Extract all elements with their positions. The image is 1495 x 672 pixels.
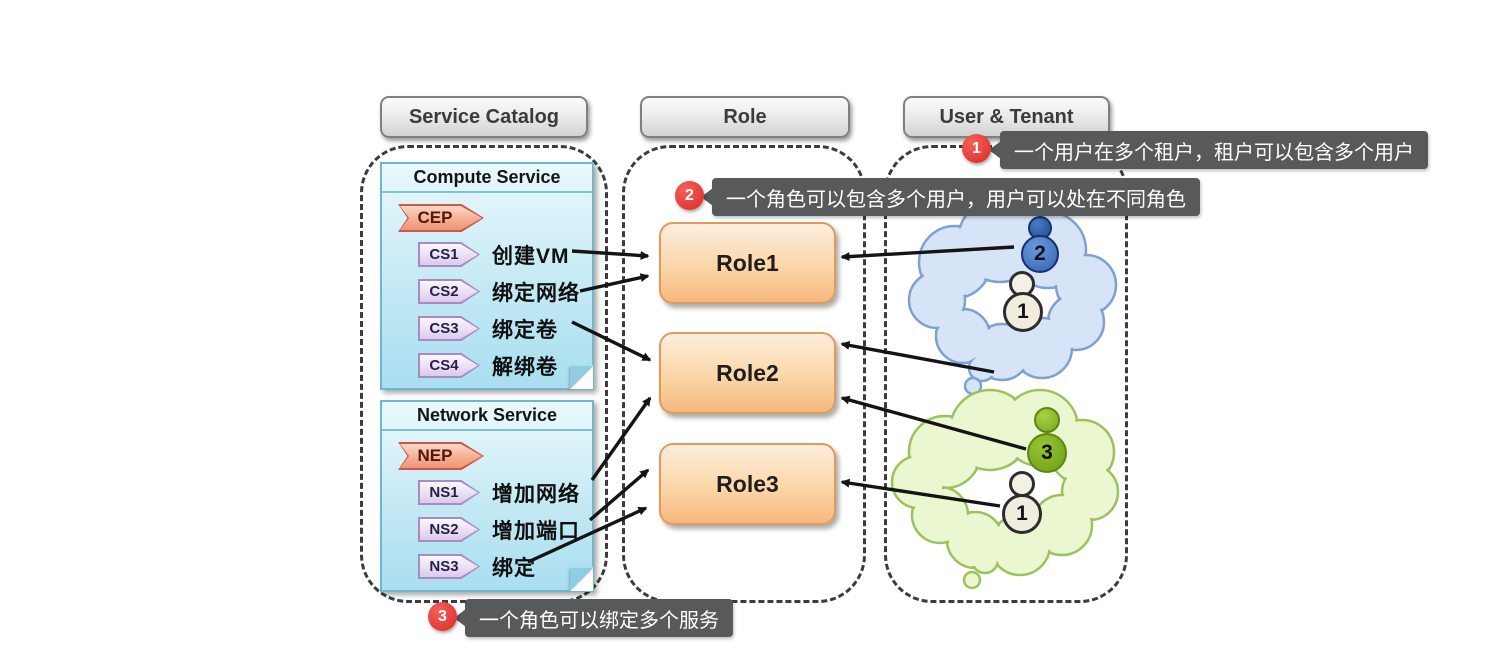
service-item-row: NS3 绑定: [418, 554, 592, 580]
network-service-box: Network Service NEP NS1 增加网络 NS2 增加端口 NS…: [380, 400, 594, 592]
annotation-3-text: 一个角色可以绑定多个服务: [479, 609, 719, 632]
role1-node: Role1: [659, 222, 836, 304]
annotation-1-text: 一个用户在多个租户，租户可以包含多个用户: [1014, 141, 1414, 164]
cs4-tag: CS4: [418, 353, 480, 378]
role1-label: Role1: [716, 249, 779, 276]
cs2-tag: CS2: [418, 279, 480, 304]
cs4-label: 解绑卷: [492, 355, 558, 379]
header-service-catalog: Service Catalog: [380, 96, 588, 138]
folded-corner-flap: [570, 366, 593, 389]
service-item-row: CS2 绑定网络: [418, 279, 592, 305]
cs3-label: 绑定卷: [492, 318, 558, 342]
service-item-row: NS1 增加网络: [418, 480, 592, 506]
tooltip-tail: [701, 188, 713, 206]
service-item-row: CS1 创建VM: [418, 242, 592, 268]
service-item-row: CS3 绑定卷: [418, 316, 592, 342]
cs2-label: 绑定网络: [492, 281, 580, 305]
annotation-2-text: 一个角色可以包含多个用户，用户可以处在不同角色: [726, 188, 1186, 211]
cs1-tag: CS1: [418, 242, 480, 267]
role-container: [622, 145, 866, 603]
cs1-label: 创建VM: [492, 244, 570, 268]
tooltip-tail: [989, 141, 1001, 159]
ns3-label: 绑定: [492, 556, 536, 580]
annotation-3-badge: 3: [428, 602, 457, 631]
folded-corner-flap: [570, 568, 593, 591]
ns2-label: 增加端口: [492, 519, 580, 543]
nep-endpoint-label: NEP: [400, 444, 482, 468]
nep-endpoint-tag: NEP: [398, 442, 484, 470]
cs3-tag: CS3: [418, 316, 480, 341]
annotation-1-tooltip: 一个用户在多个租户，租户可以包含多个用户: [989, 131, 1428, 169]
header-service-catalog-label: Service Catalog: [408, 105, 560, 128]
annotation-2-badge: 2: [675, 181, 704, 210]
cep-endpoint-label: CEP: [400, 206, 482, 230]
annotation-1-badge: 1: [962, 134, 991, 163]
service-item-row: CS4 解绑卷: [418, 353, 592, 379]
header-role-label: Role: [723, 105, 767, 128]
tooltip-tail: [454, 609, 466, 627]
ns3-tag: NS3: [418, 554, 480, 579]
ns2-tag: NS2: [418, 517, 480, 542]
role2-node: Role2: [659, 332, 836, 414]
ns1-tag: NS1: [418, 480, 480, 505]
annotation-2-tooltip: 一个角色可以包含多个用户，用户可以处在不同角色: [701, 178, 1200, 216]
cep-endpoint-tag: CEP: [398, 204, 484, 232]
header-user-tenant-label: User & Tenant: [939, 105, 1074, 128]
role3-node: Role3: [659, 443, 836, 525]
annotation-3-tooltip: 一个角色可以绑定多个服务: [454, 599, 733, 637]
header-role: Role: [640, 96, 850, 138]
service-item-row: NS2 增加端口: [418, 517, 592, 543]
compute-service-box: Compute Service CEP CS1 创建VM CS2 绑定网络 CS…: [380, 162, 594, 390]
role3-label: Role3: [716, 470, 779, 497]
compute-service-title: Compute Service: [382, 164, 592, 193]
network-service-title: Network Service: [382, 402, 592, 431]
role2-label: Role2: [716, 359, 779, 386]
ns1-label: 增加网络: [492, 482, 580, 506]
